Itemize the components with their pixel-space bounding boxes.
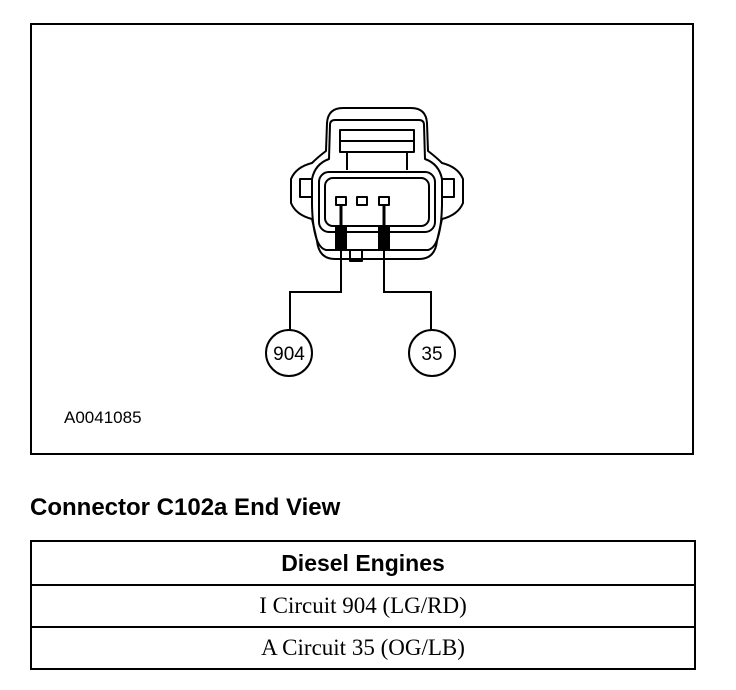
pin-label-35: 35 [421, 344, 442, 365]
wire-seal-right [378, 227, 390, 251]
connector-bottom-tab [349, 250, 363, 262]
pin-callout-35: 35 [408, 329, 456, 377]
terminal-center [356, 196, 368, 206]
leader-35 [383, 250, 432, 330]
table-cell-circuit-35: A Circuit 35 (OG/LB) [30, 626, 696, 670]
terminal-left [335, 196, 347, 206]
table-cell-circuit-904: I Circuit 904 (LG/RD) [30, 584, 696, 628]
connector-outer-shell [290, 107, 464, 260]
connector-inner-outline [311, 119, 443, 251]
pin-cavity-outer [318, 171, 436, 233]
figure-id: A0041085 [64, 408, 142, 427]
table-row: I Circuit 904 (LG/RD) [30, 584, 696, 628]
pin-callout-904: 904 [265, 329, 313, 377]
table-header: Diesel Engines [30, 540, 696, 586]
terminal-right [378, 196, 390, 206]
figure-caption: Connector C102a End View [30, 494, 341, 521]
left-ear [299, 178, 312, 198]
table-header-row: Diesel Engines [30, 540, 696, 586]
pin-label-904: 904 [273, 344, 305, 365]
wire-seal-left [335, 227, 347, 251]
right-ear [442, 178, 455, 198]
connector-end-view-drawing: 904 35 [265, 107, 464, 377]
pin-cavity-inner [324, 177, 430, 227]
circuit-table: Diesel Engines I Circuit 904 (LG/RD) A C… [30, 540, 696, 670]
table-row: A Circuit 35 (OG/LB) [30, 626, 696, 670]
connector-diagram: 904 35 A0041085 [30, 23, 694, 455]
leader-904 [289, 250, 342, 330]
